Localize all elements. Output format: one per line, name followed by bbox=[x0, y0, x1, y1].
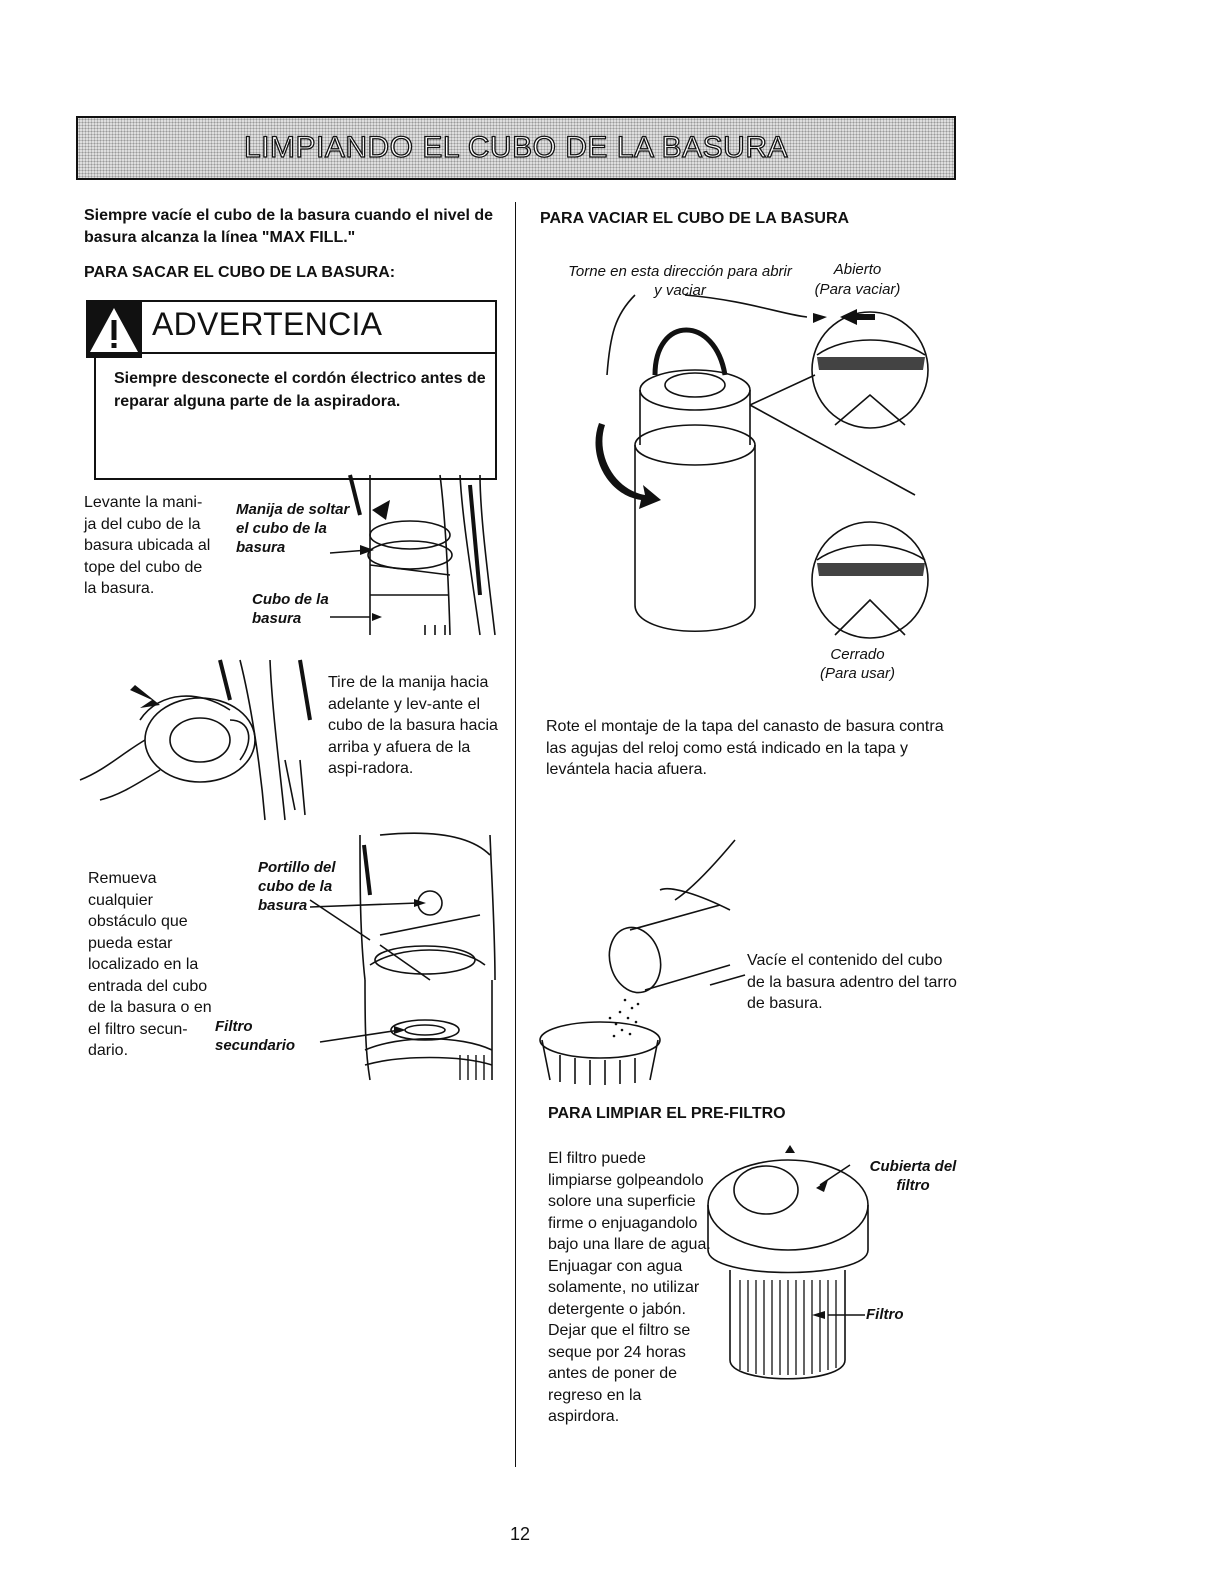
prefilter-heading: PARA LIMPIAR EL PRE-FILTRO bbox=[548, 1105, 786, 1122]
warning-text: Siempre desconecte el cordón électrico a… bbox=[114, 370, 486, 410]
inlet-illustration bbox=[310, 835, 505, 980]
step2-text: Tire de la manija hacia adelante y lev-a… bbox=[328, 674, 498, 777]
rotate-text: Rote el montaje de la tapa del canasto d… bbox=[546, 718, 944, 778]
warning-box bbox=[94, 300, 497, 480]
intro-text: Siempre vacíe el cubo de la basura cuand… bbox=[84, 207, 494, 246]
warning-icon bbox=[86, 300, 142, 358]
banner-title: LIMPIANDO EL CUBO DE LA BASURA bbox=[243, 130, 789, 164]
warning-rule bbox=[142, 352, 497, 354]
label-filter: Filtro bbox=[866, 1306, 904, 1323]
rotate-lid-illustration bbox=[595, 295, 935, 640]
label-secondary-filter: Filtro secundario bbox=[215, 1018, 296, 1054]
label-filter-cover: Cubierta del filtro bbox=[869, 1158, 957, 1194]
prefilter-text: El filtro puede limpiarse golpeandolo so… bbox=[548, 1150, 711, 1425]
label-dirt-cup: Cubo de la basura bbox=[252, 591, 329, 627]
remove-heading: PARA SACAR EL CUBO DE LA BASURA: bbox=[84, 264, 396, 281]
column-divider bbox=[515, 202, 516, 1467]
label-closed-sub: (Para usar) bbox=[819, 665, 896, 682]
label-open-sub: (Para vaciar) bbox=[814, 281, 901, 298]
step3-text: Remueva cualquier obstáculo que pueda es… bbox=[88, 870, 212, 1059]
lift-cup-illustration bbox=[80, 660, 320, 820]
label-turn-direction: Torne en esta dirección para abrir y vac… bbox=[568, 263, 792, 299]
section-banner: LIMPIANDO EL CUBO DE LA BASURA bbox=[76, 116, 956, 180]
dump-text: Vacíe el contenido del cubo de la basura… bbox=[747, 952, 957, 1012]
label-open: Abierto bbox=[833, 261, 882, 278]
handle-release-illustration bbox=[330, 475, 500, 640]
warning-title: ADVERTENCIA bbox=[152, 306, 383, 342]
step1-text: Levante la mani-ja del cubo de la basura… bbox=[84, 494, 211, 597]
label-release-handle: Manija de soltar el cubo de la basura bbox=[236, 501, 350, 556]
empty-cup-illustration bbox=[540, 840, 740, 1085]
prefilter-illustration bbox=[700, 1145, 875, 1390]
label-inlet: Portillo del cubo de la basura bbox=[258, 859, 336, 914]
label-closed: Cerrado bbox=[830, 646, 885, 663]
secondary-filter-illustration bbox=[320, 980, 500, 1080]
empty-heading: PARA VACIAR EL CUBO DE LA BASURA bbox=[540, 210, 850, 227]
page-number: 12 bbox=[510, 1524, 531, 1544]
